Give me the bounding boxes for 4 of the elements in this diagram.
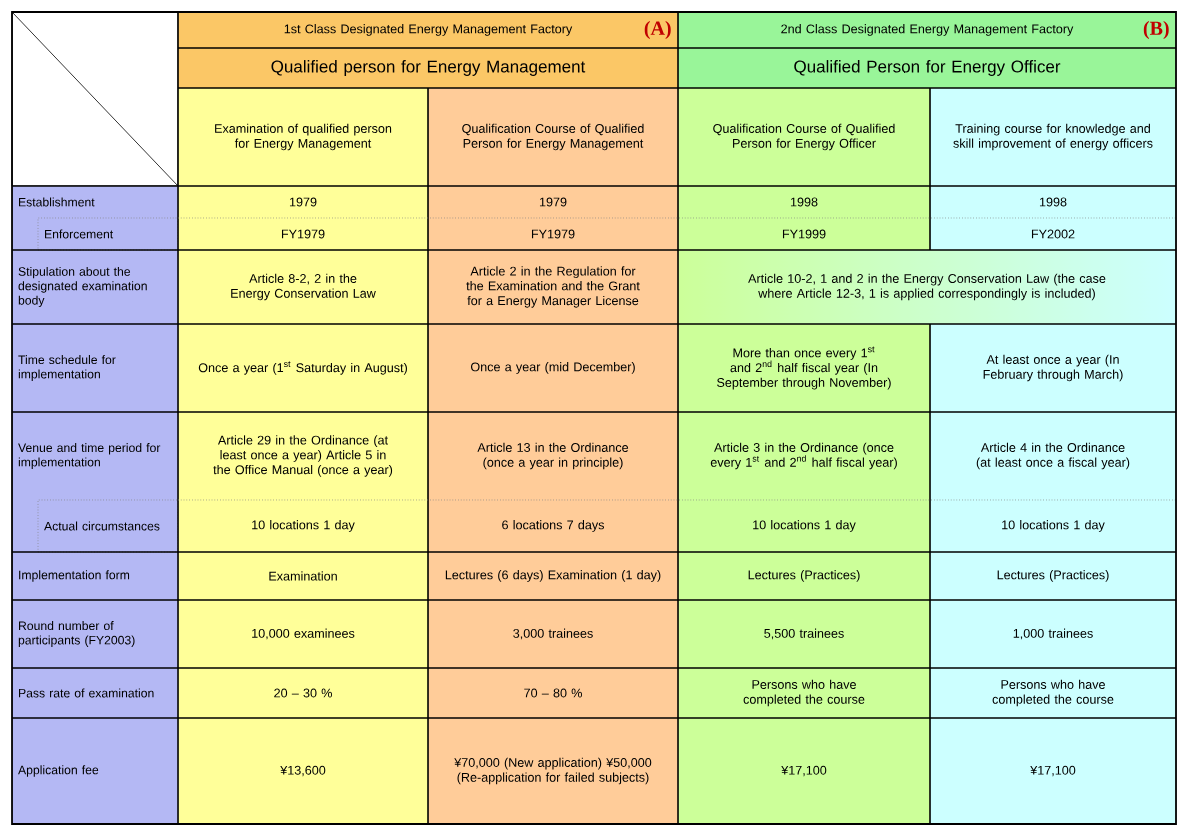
qualification-header: Qualified person for Energy Management xyxy=(178,48,678,88)
class-marker: (B) xyxy=(1143,20,1169,40)
qualification-header: Qualified Person for Energy Officer xyxy=(678,48,1176,88)
class-marker: (A) xyxy=(644,20,671,40)
